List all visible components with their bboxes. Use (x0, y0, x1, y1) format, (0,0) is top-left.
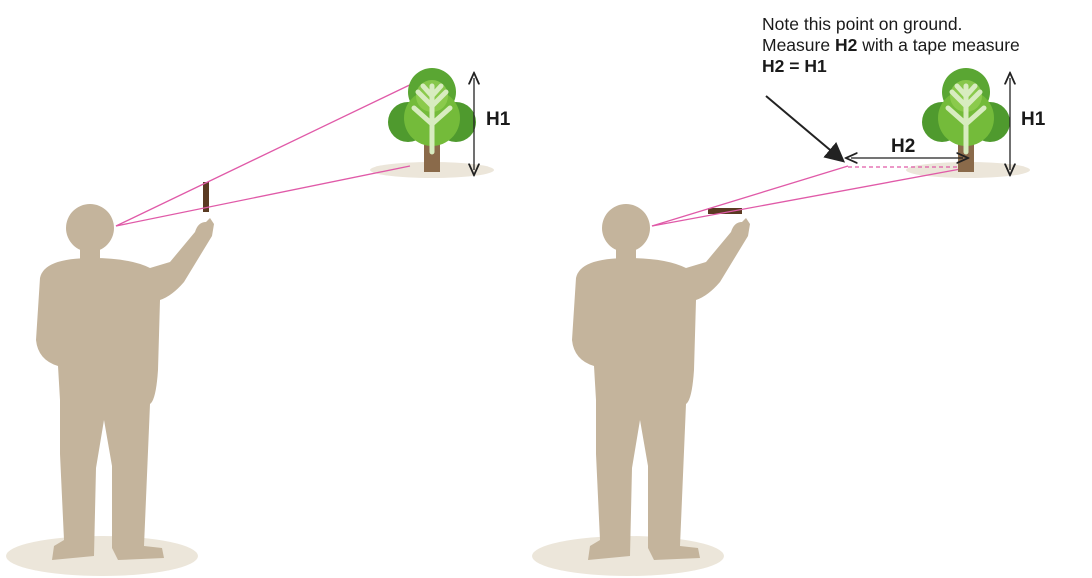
note-line-2-bold: H2 (835, 35, 857, 55)
right-height-label: H1 (1021, 109, 1045, 131)
note-line-2: Measure H2 with a tape measure (762, 35, 1020, 56)
tree-icon (922, 68, 1010, 172)
note-line-1: Note this point on ground. (762, 14, 1020, 35)
left-height-label: H1 (486, 109, 510, 131)
note-line-3: H2 = H1 (762, 56, 1020, 77)
right-panel (532, 68, 1030, 576)
pointer-arrow (766, 96, 842, 160)
sight-lines (652, 166, 966, 226)
tree-icon (388, 68, 476, 172)
person-silhouette (36, 204, 214, 560)
instruction-note: Note this point on ground. Measure H2 wi… (762, 14, 1020, 77)
note-line-2-suffix: with a tape measure (857, 35, 1019, 55)
person-ground-shadow (6, 536, 198, 576)
person-silhouette (572, 204, 750, 560)
distance-label: H2 (891, 136, 915, 158)
left-panel (6, 68, 494, 576)
sight-lines (116, 80, 420, 226)
note-line-2-prefix: Measure (762, 35, 835, 55)
